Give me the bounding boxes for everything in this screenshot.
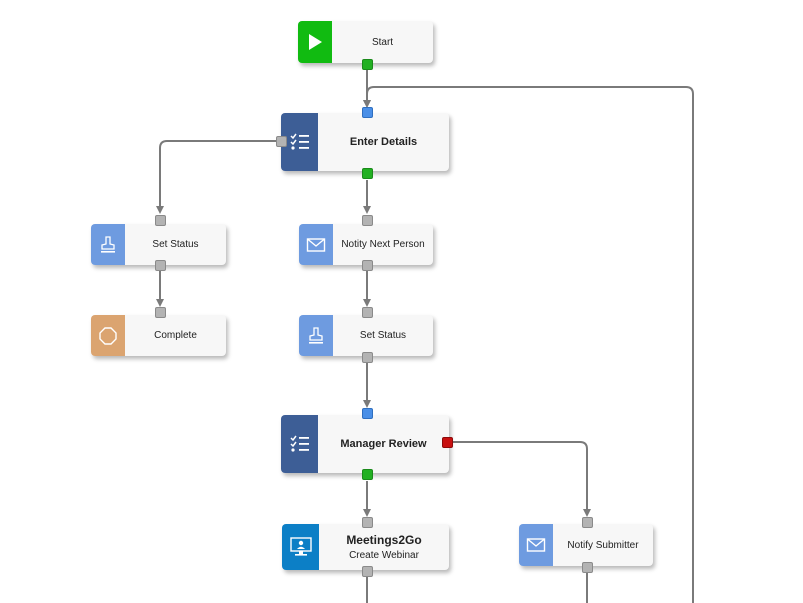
port-complete-in[interactable] [155, 307, 166, 318]
checklist-icon [289, 133, 309, 150]
node-set-status-left[interactable]: Set Status [91, 224, 226, 265]
node-enter-details-icon-tile [281, 113, 318, 171]
stamp-icon [309, 326, 323, 344]
port-create-webinar-in[interactable] [362, 517, 373, 528]
port-enter-details-in[interactable] [362, 107, 373, 118]
connector-enter-details-to-set-status[interactable] [156, 140, 281, 214]
node-manager-review-icon-tile [281, 415, 318, 473]
node-manager-review[interactable]: Manager Review [281, 415, 449, 473]
port-notify-submitter-out[interactable] [582, 562, 593, 573]
port-set-status-left-out[interactable] [155, 260, 166, 271]
port-notify-submitter-in[interactable] [582, 517, 593, 528]
node-enter-details[interactable]: Enter Details [281, 113, 449, 171]
node-start-icon-tile [298, 21, 332, 63]
node-complete-icon-tile [91, 315, 125, 356]
envelope-icon [526, 538, 546, 552]
port-notify-next-in[interactable] [362, 215, 373, 226]
node-notify-submitter[interactable]: Notify Submitter [519, 524, 653, 566]
port-manager-review-reject[interactable] [442, 437, 453, 448]
node-notify-next-person-icon-tile [299, 224, 333, 265]
node-start-label: Start [371, 36, 394, 48]
port-set-status-mid-out[interactable] [362, 352, 373, 363]
node-notify-next-person-label: Notity Next Person [341, 239, 425, 250]
connector-loop-back-to-enter-details[interactable] [363, 86, 694, 603]
port-set-status-mid-in[interactable] [362, 307, 373, 318]
node-create-webinar-subtitle: Create Webinar [349, 550, 419, 561]
node-notify-submitter-icon-tile [519, 524, 553, 566]
node-notify-submitter-label: Notify Submitter [567, 539, 639, 551]
node-set-status-left-label: Set Status [152, 239, 199, 250]
port-enter-details-out[interactable] [362, 168, 373, 179]
port-manager-review-in[interactable] [362, 408, 373, 419]
node-manager-review-label: Manager Review [340, 438, 427, 450]
node-create-webinar[interactable]: Meetings2Go Create Webinar [282, 524, 449, 570]
node-set-status-mid[interactable]: Set Status [299, 315, 433, 356]
node-enter-details-label: Enter Details [349, 136, 418, 148]
node-set-status-mid-icon-tile [299, 315, 333, 356]
node-set-status-mid-label: Set Status [359, 330, 407, 341]
node-create-webinar-icon-tile [282, 524, 319, 570]
port-set-status-left-in[interactable] [155, 215, 166, 226]
stamp-icon [101, 235, 115, 253]
node-complete[interactable]: Complete [91, 315, 226, 356]
stop-octagon-icon [99, 326, 117, 345]
checklist-icon [289, 435, 309, 452]
port-manager-review-approve[interactable] [362, 469, 373, 480]
node-complete-label: Complete [154, 330, 197, 341]
play-icon [309, 34, 322, 50]
node-set-status-left-icon-tile [91, 224, 125, 265]
envelope-icon [306, 237, 326, 252]
port-notify-next-out[interactable] [362, 260, 373, 271]
node-create-webinar-title: Meetings2Go [346, 533, 422, 547]
connector-manager-review-to-notify-submitter[interactable] [453, 441, 591, 517]
port-start-out[interactable] [362, 59, 373, 70]
node-start[interactable]: Start [298, 21, 433, 63]
webinar-monitor-icon [289, 537, 312, 556]
port-enter-details-left[interactable] [276, 136, 287, 147]
port-create-webinar-out[interactable] [362, 566, 373, 577]
node-notify-next-person[interactable]: Notity Next Person [299, 224, 433, 265]
